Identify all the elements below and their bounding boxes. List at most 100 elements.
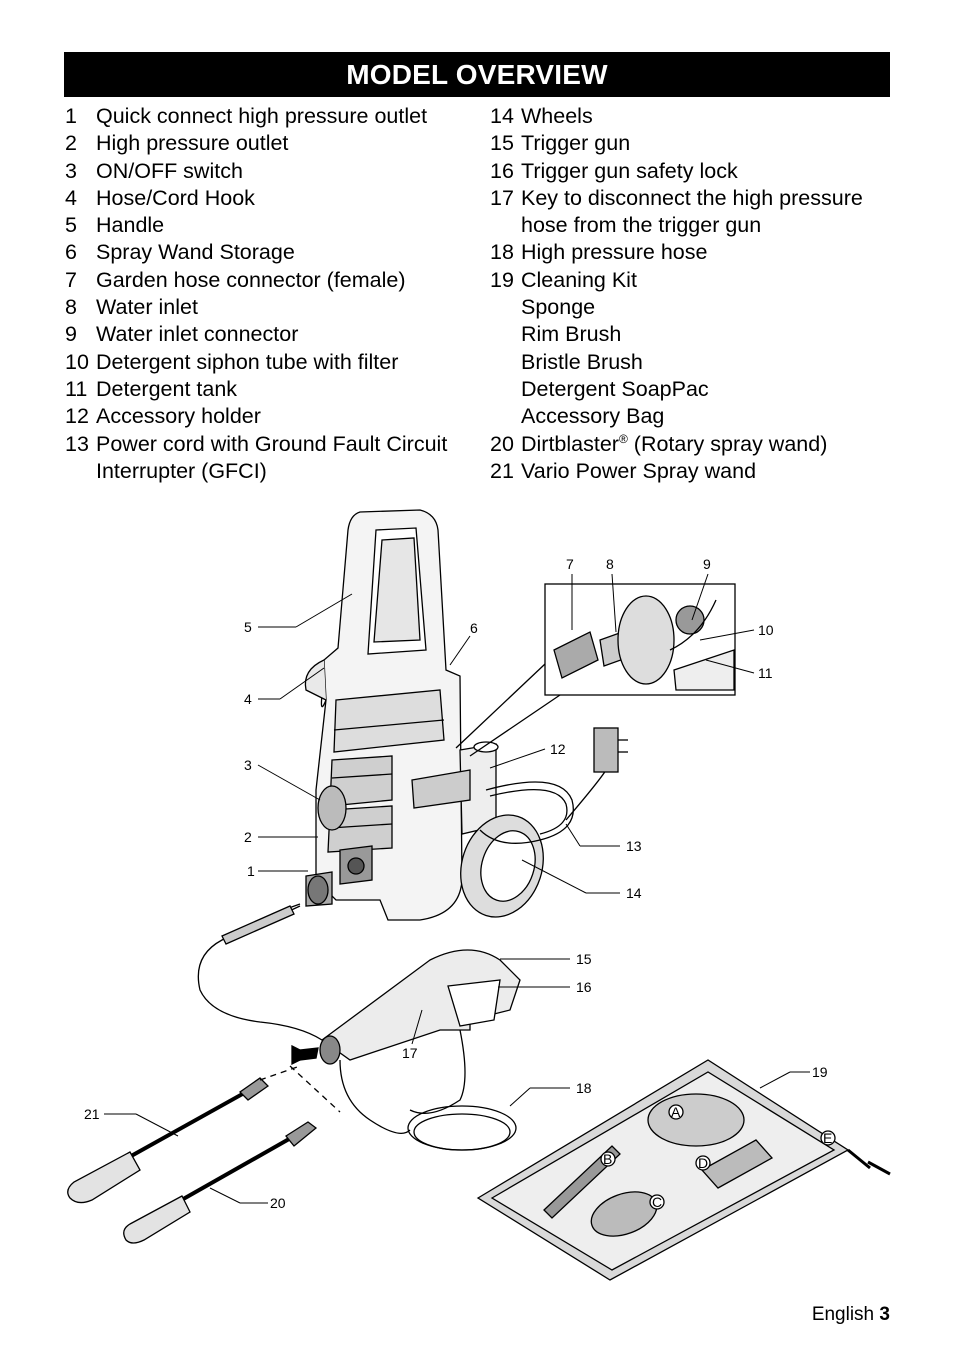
item-number: 13: [65, 431, 89, 456]
callout-5: 5: [244, 619, 252, 635]
callout-10: 10: [758, 622, 774, 638]
item-number: 11: [65, 376, 88, 401]
kit-letters: A B C D E: [600, 1104, 836, 1210]
item-number: 10: [65, 349, 89, 374]
item-label: Trigger gun: [521, 131, 631, 156]
list-item: 11 Detergent tank: [65, 376, 485, 403]
callout-18: 18: [576, 1080, 592, 1096]
kit-item: Accessory Bag: [521, 404, 665, 429]
item-label: High pressure outlet: [96, 131, 289, 156]
callout-13: 13: [626, 838, 642, 854]
list-item: 8 Water inlet: [65, 294, 485, 321]
trigger-gun-illustration: [197, 903, 521, 1151]
item-label: ON/OFF switch: [96, 158, 243, 183]
item-number: 21: [490, 458, 514, 483]
list-item: 20 Dirtblaster® (Rotary spray wand): [490, 431, 900, 458]
item-label: Key to disconnect the high pressure: [521, 185, 863, 210]
callout-4: 4: [244, 691, 252, 707]
list-item: 21 Vario Power Spray wand: [490, 458, 900, 485]
callout-leaders: [104, 573, 810, 1204]
callout-1: 1: [247, 863, 255, 879]
item-number: 5: [65, 213, 77, 238]
item-number: 17: [490, 185, 514, 210]
item-label: High pressure hose: [521, 240, 708, 265]
list-item: 5 Handle: [65, 212, 485, 239]
kit-letter-d: D: [698, 1155, 708, 1171]
item-number: 7: [65, 267, 77, 292]
item-number: 12: [65, 404, 89, 429]
list-item: 3 ON/OFF switch: [65, 158, 485, 185]
callout-17: 17: [402, 1045, 418, 1061]
callout-21: 21: [84, 1106, 100, 1122]
callout-16: 16: [576, 979, 592, 995]
spray-wands-illustration: [67, 1065, 341, 1244]
kit-item: Bristle Brush: [521, 349, 643, 374]
list-item: 19 Cleaning Kit: [490, 267, 900, 294]
item-label: Detergent tank: [96, 376, 238, 401]
callout-9: 9: [703, 556, 711, 572]
callout-19: 19: [812, 1064, 828, 1080]
item-label: Power cord with Ground Fault Circuit: [96, 431, 448, 456]
kit-item: Rim Brush: [521, 322, 622, 347]
item-label: Handle: [96, 213, 165, 238]
item-number: 8: [65, 295, 77, 320]
list-item: 7 Garden hose connector (female): [65, 267, 485, 294]
callout-7: 7: [566, 556, 574, 572]
kit-letter-c: C: [652, 1194, 662, 1210]
item-number: 19: [490, 267, 514, 292]
item-number: 18: [490, 240, 514, 265]
list-item: 17 Key to disconnect the high pressure: [490, 185, 900, 212]
list-item: 6 Spray Wand Storage: [65, 239, 485, 266]
item-label-text: (Rotary spray wand): [627, 431, 828, 456]
kit-letter-a: A: [671, 1104, 681, 1120]
callout-8: 8: [606, 556, 614, 572]
item-number: 2: [65, 131, 77, 156]
page-footer: English 3: [812, 1304, 890, 1326]
item-number: 16: [490, 158, 514, 183]
cleaning-kit-illustration: [476, 1059, 891, 1281]
callout-2: 2: [244, 829, 252, 845]
item-number: 15: [490, 131, 514, 156]
item-label: Garden hose connector (female): [96, 267, 406, 292]
item-number: 20: [490, 431, 514, 456]
item-label: Accessory holder: [96, 404, 261, 429]
item-label: Water inlet connector: [96, 322, 299, 347]
callout-15: 15: [576, 951, 592, 967]
registered-mark: ®: [618, 431, 628, 446]
callout-3: 3: [244, 757, 252, 773]
pressure-washer-diagram: 1 2 3 4 5 6 7 8 9 10 11 12 13 14 15 16 1…: [67, 509, 891, 1281]
list-item: 15 Trigger gun: [490, 130, 900, 157]
list-item: 2 High pressure outlet: [65, 130, 485, 157]
power-cord-illustration: [479, 727, 628, 844]
item-label-continuation: Interrupter (GFCI): [96, 458, 267, 483]
item-label: Detergent siphon tube with filter: [96, 349, 399, 374]
item-label: Wheels: [521, 104, 593, 128]
callout-11: 11: [758, 665, 773, 681]
item-label: Dirtblaster® (Rotary spray wand): [521, 431, 900, 458]
page-title: MODEL OVERVIEW: [64, 52, 890, 97]
item-label-continuation: hose from the trigger gun: [521, 213, 762, 238]
item-label: Water inlet: [96, 295, 198, 320]
callout-14: 14: [626, 885, 642, 901]
kit-letter-b: B: [603, 1151, 612, 1167]
list-item: 10 Detergent siphon tube with filter: [65, 349, 485, 376]
item-number: 6: [65, 240, 77, 265]
item-label: Cleaning Kit: [521, 267, 637, 292]
callout-numbers: 1 2 3 4 5 6 7 8 9 10 11 12 13 14 15 16 1…: [84, 556, 828, 1211]
item-number: 1: [65, 104, 77, 128]
item-label: Spray Wand Storage: [96, 240, 295, 265]
page-number: 3: [879, 1304, 890, 1325]
item-number: 3: [65, 158, 77, 183]
item-label: Vario Power Spray wand: [521, 458, 757, 483]
list-item: 18 High pressure hose: [490, 239, 900, 266]
washer-body-illustration: [304, 509, 463, 921]
inlet-detail-inset: [455, 583, 736, 757]
list-item: 12 Accessory holder: [65, 403, 485, 430]
list-item: 13 Power cord with Ground Fault Circuit: [65, 431, 485, 458]
